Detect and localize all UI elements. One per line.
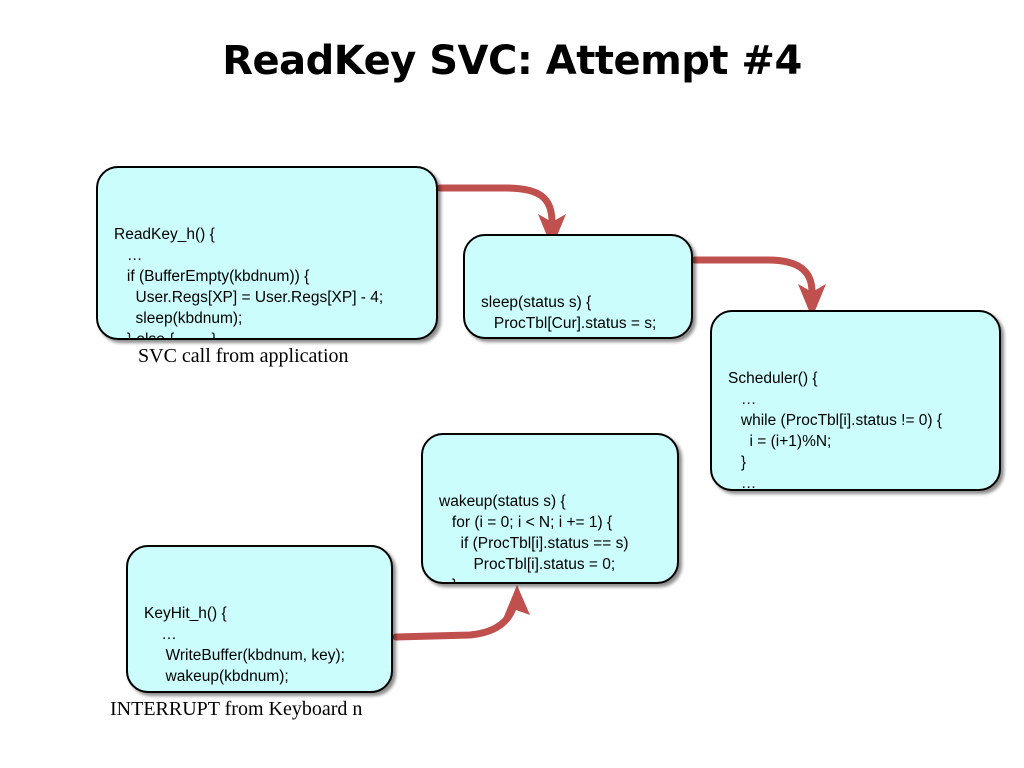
caption-svc-call: SVC call from application <box>138 345 349 367</box>
code-text: wakeup(status s) { for (i = 0; i < N; i … <box>439 493 629 582</box>
scheduler-procedure-box[interactable]: Scheduler() { … while (ProcTbl[i].status… <box>710 310 1001 491</box>
arrow-keyhit-to-wakeup <box>392 585 530 641</box>
sleep-procedure-box[interactable]: sleep(status s) { ProcTbl[Cur].status = … <box>463 234 693 339</box>
readkey-handler-box[interactable]: ReadKey_h() { … if (BufferEmpty(kbdnum))… <box>96 166 438 340</box>
code-text: Scheduler() { … while (ProcTbl[i].status… <box>728 370 943 491</box>
wakeup-procedure-box[interactable]: wakeup(status s) { for (i = 0; i < N; i … <box>421 433 679 584</box>
code-text: ReadKey_h() { … if (BufferEmpty(kbdnum))… <box>114 226 384 340</box>
page-title: ReadKey SVC: Attempt #4 <box>222 38 802 84</box>
caption-interrupt: INTERRUPT from Keyboard n <box>110 698 363 720</box>
code-text: KeyHit_h() { … WriteBuffer(kbdnum, key);… <box>144 605 345 691</box>
keyhit-handler-box[interactable]: KeyHit_h() { … WriteBuffer(kbdnum, key);… <box>126 545 393 693</box>
code-text: sleep(status s) { ProcTbl[Cur].status = … <box>481 294 657 337</box>
